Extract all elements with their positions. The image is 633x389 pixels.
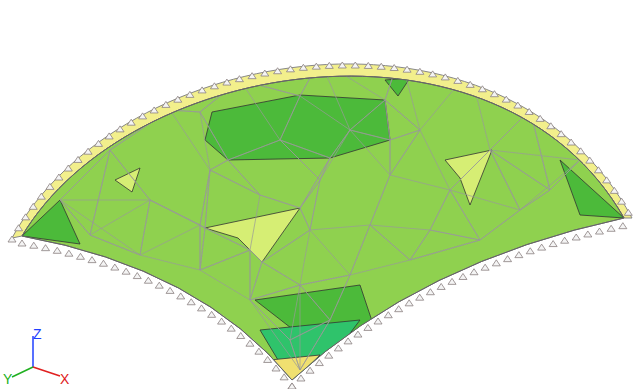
support-symbols: [8, 62, 632, 389]
mesh-lines: [60, 55, 580, 370]
axis-label: Y: [3, 372, 12, 386]
shell-surface: [22, 76, 624, 380]
axis-triad: [12, 336, 60, 377]
contour-patches: [22, 30, 624, 382]
axis-label: Z: [33, 327, 42, 341]
axis-label: X: [60, 372, 69, 386]
